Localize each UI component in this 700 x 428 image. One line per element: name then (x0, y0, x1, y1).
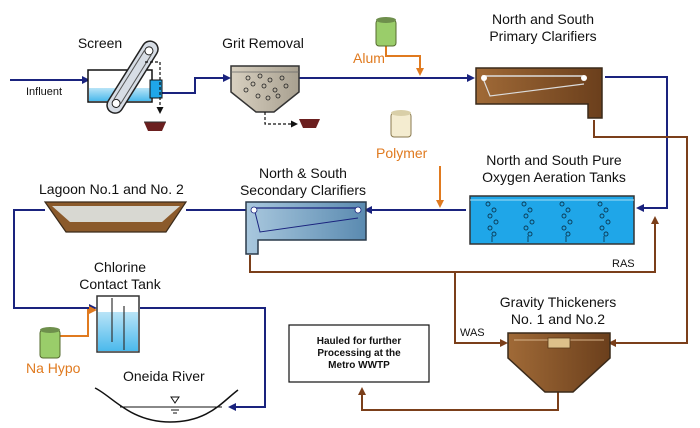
grit-removal-label: Grit Removal (222, 35, 304, 51)
hauled-line-2: Processing at the (317, 347, 401, 359)
lagoon-label: Lagoon No.1 and No. 2 (39, 181, 184, 197)
hauled-text: Hauled for further Processing at the Met… (289, 325, 429, 382)
primary-sludge-line (593, 120, 688, 347)
screen-to-grit-line (152, 74, 231, 94)
aeration-tanks-label: North and South Pure Oxygen Aeration Tan… (460, 152, 648, 186)
hauled-line-3: Metro WWTP (328, 359, 390, 371)
aeration-tanks-line-2: Oxygen Aeration Tanks (482, 169, 626, 185)
thickener-to-hauled-line (358, 387, 559, 411)
river-channel (94, 387, 239, 423)
secondary-clarifiers-line-1: North & South (259, 165, 347, 181)
ras-label: RAS (612, 258, 635, 270)
secondary-clarifiers-line-2: Secondary Clarifiers (239, 182, 367, 198)
was-line (454, 272, 508, 347)
diffuser-3 (559, 201, 573, 242)
ras-line (249, 216, 659, 273)
gravity-thickener-unit (507, 332, 611, 393)
secondary-clarifier-unit (245, 201, 367, 255)
chemical-feed-lines (60, 46, 444, 337)
chlorine-to-river-line (140, 307, 266, 411)
water-flow-lines (10, 74, 668, 411)
polymer-tank (390, 110, 412, 138)
screen-unit (87, 40, 166, 131)
alum-feed-line (385, 46, 424, 76)
diffuser-1 (485, 201, 499, 242)
polymer-label: Polymer (376, 145, 428, 161)
secondary-clarifiers-label: North & South Secondary Clarifiers (228, 165, 378, 199)
grit-removal-unit (230, 65, 320, 128)
primary-clarifiers-line-1: North and South (492, 11, 594, 27)
screen-label: Screen (77, 35, 123, 51)
chlorine-tank-line-2: Contact Tank (79, 276, 161, 292)
diffuser-2 (521, 201, 535, 242)
influent-label: Influent (26, 86, 63, 98)
gravity-thickeners-label: Gravity Thickeners No. 1 and No.2 (478, 294, 638, 328)
nahypo-feed-line (60, 306, 97, 337)
aeration-tanks-line-1: North and South Pure (486, 152, 622, 168)
chlorine-tank-label: Chlorine Contact Tank (70, 259, 170, 293)
primary-clarifiers-label: North and South Primary Clarifiers (468, 11, 618, 45)
nahypo-tank (39, 327, 61, 359)
gravity-thickeners-line-2: No. 1 and No.2 (510, 311, 606, 327)
diffuser-4 (597, 201, 611, 242)
gravity-thickeners-line-1: Gravity Thickeners (499, 294, 617, 310)
was-label: WAS (460, 327, 485, 339)
oneida-river-label: Oneida River (123, 368, 205, 384)
hauled-line-1: Hauled for further (316, 335, 402, 347)
chlorine-contact-tank (96, 295, 140, 353)
alum-tank (375, 17, 397, 47)
lagoon-to-chlorine-line (13, 209, 97, 312)
hauled-box (288, 324, 430, 383)
sludge-flow-lines (249, 120, 688, 411)
chlorine-tank-line-1: Chlorine (93, 259, 147, 275)
alum-label: Alum (353, 50, 385, 66)
primary-clarifiers-line-2: Primary Clarifiers (489, 28, 597, 44)
primary-clarifier-unit (475, 67, 603, 119)
lagoon-unit (43, 201, 188, 233)
nahypo-label: Na Hypo (26, 360, 81, 376)
aeration-tank-unit (469, 195, 635, 245)
primary-to-aeration-line (605, 76, 668, 212)
